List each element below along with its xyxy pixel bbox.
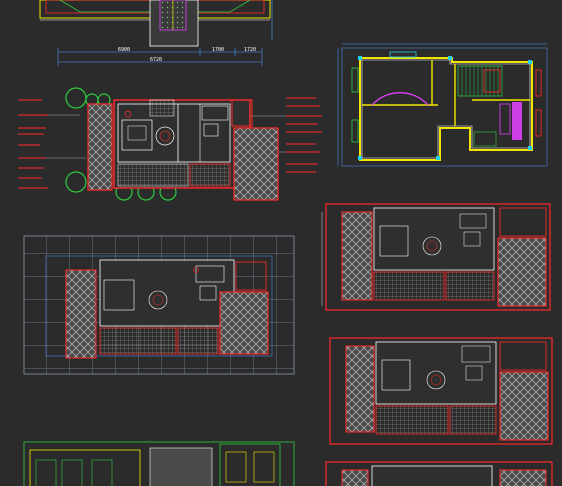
furnished-plan-annotated xyxy=(18,87,322,201)
dim-right: 1720 xyxy=(244,47,256,53)
plan-variant-3-partial xyxy=(325,461,553,486)
plan-variant-1 xyxy=(321,203,551,311)
floor-plan-colored: · xyxy=(337,43,548,167)
dim-left: 6900 xyxy=(118,47,130,53)
plan-variant-2 xyxy=(329,337,553,445)
elevation-fragment-top xyxy=(39,0,273,47)
dim-mid: 1700 xyxy=(212,47,224,53)
grid-plan xyxy=(23,235,295,375)
dimension-chain-top: 6900 1700 1720 6720 xyxy=(57,47,263,66)
dim-total: 6720 xyxy=(150,57,162,63)
svg-text:·: · xyxy=(392,81,393,85)
elevation-fragment-bottom xyxy=(23,441,295,486)
